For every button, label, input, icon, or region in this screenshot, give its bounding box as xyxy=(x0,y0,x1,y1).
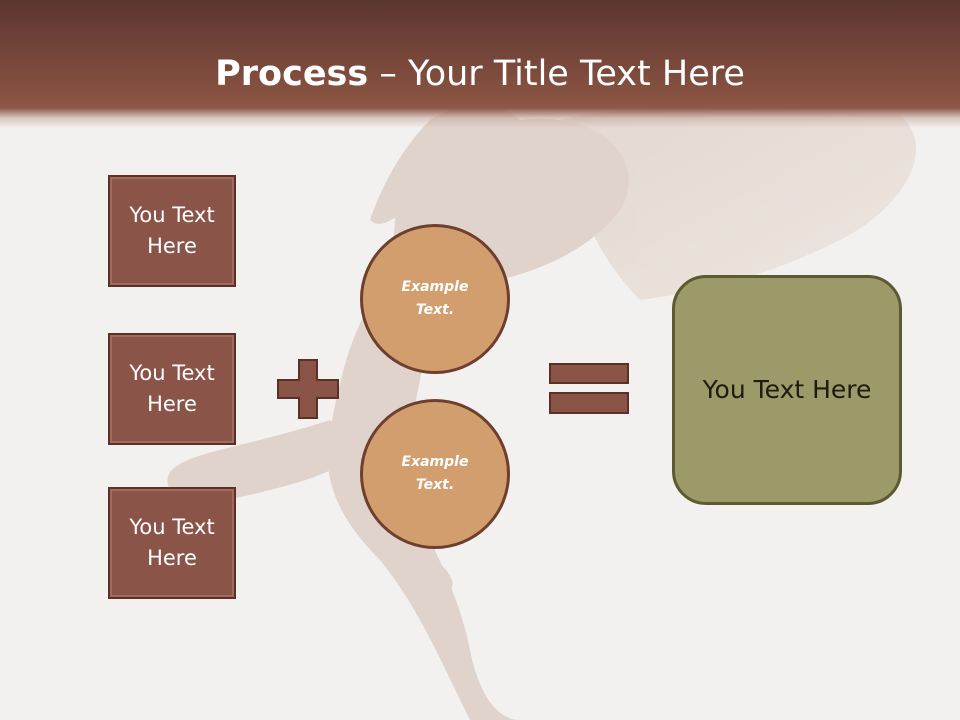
text-box-2[interactable]: You Text Here xyxy=(108,333,236,445)
result-box-label: You Text Here xyxy=(702,375,872,404)
text-box-label: You Text Here xyxy=(129,361,215,416)
title-bold-text: Process xyxy=(215,54,369,94)
example-circle-1[interactable]: Example Text. xyxy=(360,224,510,374)
example-circle-2[interactable]: Example Text. xyxy=(360,399,510,549)
text-box-1[interactable]: You Text Here xyxy=(108,175,236,287)
slide-title[interactable]: Process – Your Title Text Here xyxy=(0,52,960,96)
title-rest-text: Your Title Text Here xyxy=(407,54,745,94)
result-box[interactable]: You Text Here xyxy=(672,275,902,505)
title-bar xyxy=(0,0,960,128)
title-dash: – xyxy=(368,54,408,94)
circle-label: Example Text. xyxy=(401,454,469,493)
text-box-3[interactable]: You Text Here xyxy=(108,487,236,599)
equals-icon xyxy=(549,363,629,414)
plus-icon xyxy=(277,359,339,419)
text-box-label: You Text Here xyxy=(129,203,215,258)
text-box-label: You Text Here xyxy=(129,515,215,570)
circle-label: Example Text. xyxy=(401,279,469,318)
